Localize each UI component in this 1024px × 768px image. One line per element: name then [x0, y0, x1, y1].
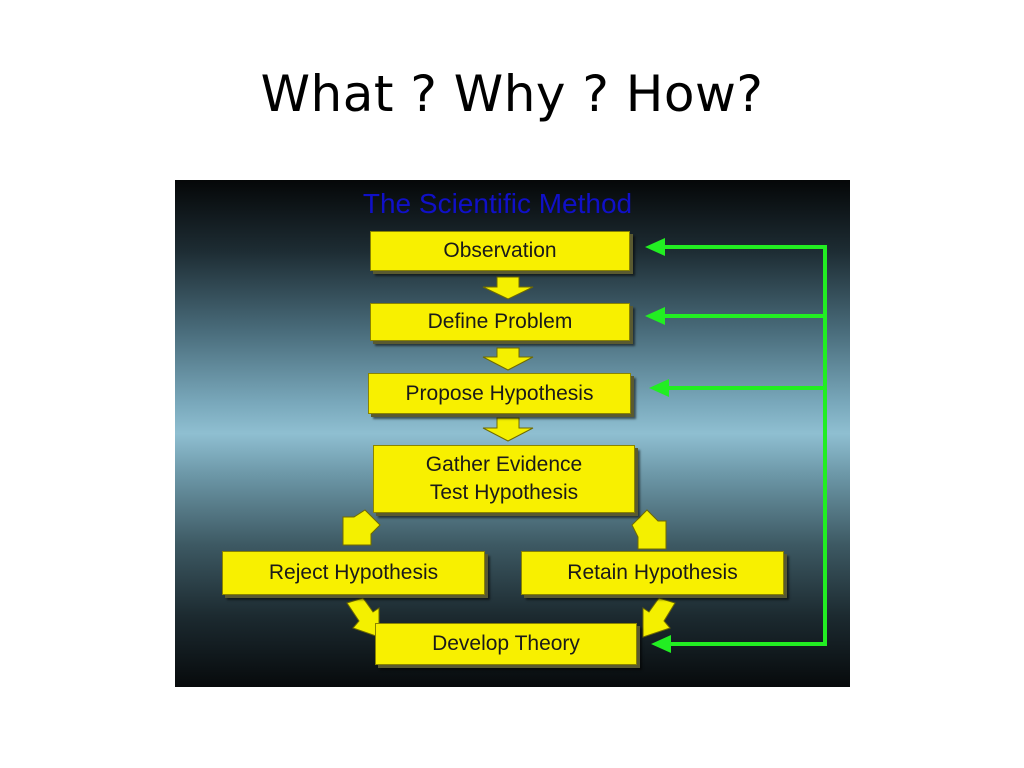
- step-reject-hypothesis: Reject Hypothesis: [222, 551, 485, 595]
- step-gather-evidence-line2: Test Hypothesis: [429, 481, 579, 504]
- scientific-method-diagram: The Scientific Method: [175, 180, 850, 687]
- feedback-loop: [657, 245, 827, 646]
- down-arrow-1: [482, 276, 534, 300]
- step-develop-theory: Develop Theory: [375, 623, 637, 665]
- arrow-retain-to-theory: [642, 597, 676, 638]
- step-retain-hypothesis: Retain Hypothesis: [521, 551, 784, 595]
- diagonal-arrow-to-retain: [631, 509, 667, 550]
- down-arrow-3: [482, 417, 534, 442]
- diagonal-arrow-to-reject: [342, 509, 381, 546]
- arrow-reject-to-theory: [346, 597, 380, 638]
- step-propose-hypothesis: Propose Hypothesis: [368, 373, 631, 414]
- diagram-title: The Scientific Method: [362, 188, 633, 219]
- down-arrow-2: [482, 347, 534, 371]
- step-gather-evidence: Gather Evidence Test Hypothesis: [373, 445, 635, 513]
- feedback-arrowheads: [645, 238, 671, 653]
- step-define-problem: Define Problem: [370, 303, 630, 341]
- step-observation: Observation: [370, 231, 630, 271]
- arrows-layer: [342, 238, 827, 653]
- slide-title: What ? Why ? How?: [260, 65, 764, 123]
- step-gather-evidence-line1: Gather Evidence: [425, 453, 583, 476]
